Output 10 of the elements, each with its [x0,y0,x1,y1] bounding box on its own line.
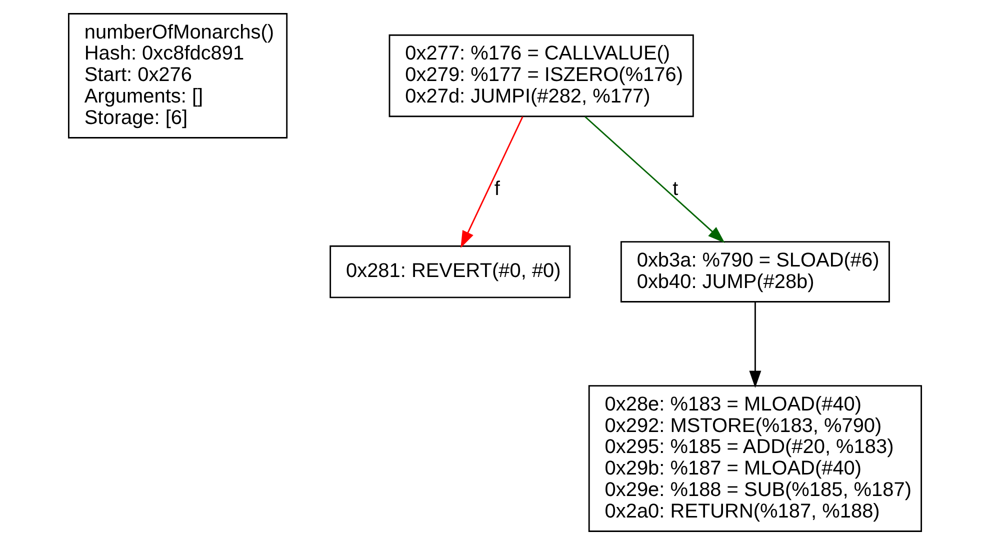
node-box: 0x281: REVERT(#0, #0) [330,245,571,298]
edge-label: t [672,178,678,200]
arrow [460,116,524,248]
node-box: 0xb3a: %790 = SLOAD(#6) 0xb40: JUMP(#28b) [620,241,890,302]
node-box: 0x277: %176 = CALLVALUE() 0x279: %177 = ISZERO(%176) 0x27d: JUMPI(#282, %177) [388,34,694,118]
arrow [584,116,725,243]
node-box: 0x28e: %183 = MLOAD(#40) 0x292: MSTORE(%183, %790) 0x295: %185 = ADD(#20, %183) 0x29b: %187 = MLOAD(#40) 0x29e: %188 = SUB(%185, %187) 0x2a0: RETURN(%187, %188) [588,385,922,532]
node-box: numberOfMonarchs() Hash: 0xc8fdc891 Start: 0x276 Arguments: [] Storage: [6] [68,13,288,138]
arrow [749,302,762,388]
edge-label: f [494,178,500,200]
